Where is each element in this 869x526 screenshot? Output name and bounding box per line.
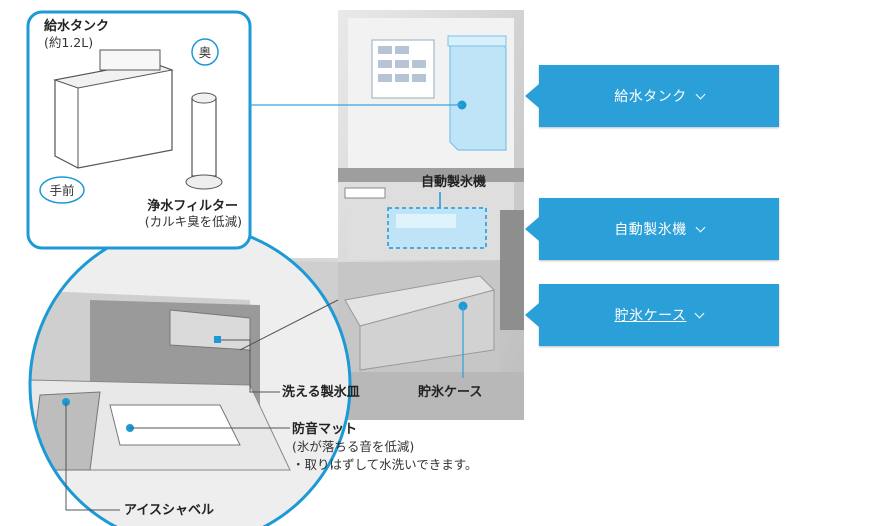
back-badge: 奥 bbox=[199, 45, 212, 60]
callout-ice-maker[interactable]: 自動製氷機 bbox=[525, 198, 779, 260]
tray-point-dot bbox=[214, 336, 221, 343]
callout-water-tank[interactable]: 給水タンク bbox=[525, 65, 779, 127]
chevron-down-icon bbox=[695, 222, 706, 232]
tank-label: 給水タンク bbox=[44, 18, 109, 34]
inset-filter-drawing bbox=[191, 97, 217, 177]
callout-water-tank-label: 給水タンク bbox=[614, 89, 687, 105]
filter-note: (カルキ臭を低減) bbox=[145, 214, 242, 229]
washable-tray-label: 洗える製氷皿 bbox=[282, 384, 360, 400]
callout-storage-case[interactable]: 貯氷ケース bbox=[525, 284, 779, 346]
ice-shovel-label: アイスシャベル bbox=[124, 503, 214, 518]
tank-inset bbox=[26, 10, 462, 250]
back-badge-circle bbox=[191, 38, 219, 66]
callout-storage-case-label: 貯氷ケース bbox=[614, 308, 687, 324]
leader-lines bbox=[65, 306, 464, 511]
sound-mat-note: (氷が落ちる音を低減) bbox=[292, 439, 414, 454]
sound-mat-wash-note: ・取りはずして水洗いできます。 bbox=[292, 457, 478, 472]
ice-maker-bracket bbox=[344, 187, 386, 199]
front-badge-circle bbox=[39, 176, 85, 204]
zoom-circle bbox=[28, 223, 352, 526]
chevron-down-icon bbox=[694, 308, 705, 318]
sound-mat-label: 防音マット bbox=[292, 421, 357, 437]
tank-capacity: (約1.2L) bbox=[44, 35, 93, 50]
ice-maker-label: 自動製氷機 bbox=[421, 174, 486, 190]
front-badge: 手前 bbox=[49, 183, 74, 198]
water-tank-shape bbox=[449, 39, 507, 151]
storage-case-label: 貯氷ケース bbox=[418, 384, 482, 400]
filter-label: 浄水フィルター bbox=[147, 198, 238, 214]
chevron-down-icon bbox=[695, 89, 706, 99]
sound-mat-shape bbox=[109, 404, 241, 446]
callout-ice-maker-label: 自動製氷機 bbox=[614, 222, 687, 238]
